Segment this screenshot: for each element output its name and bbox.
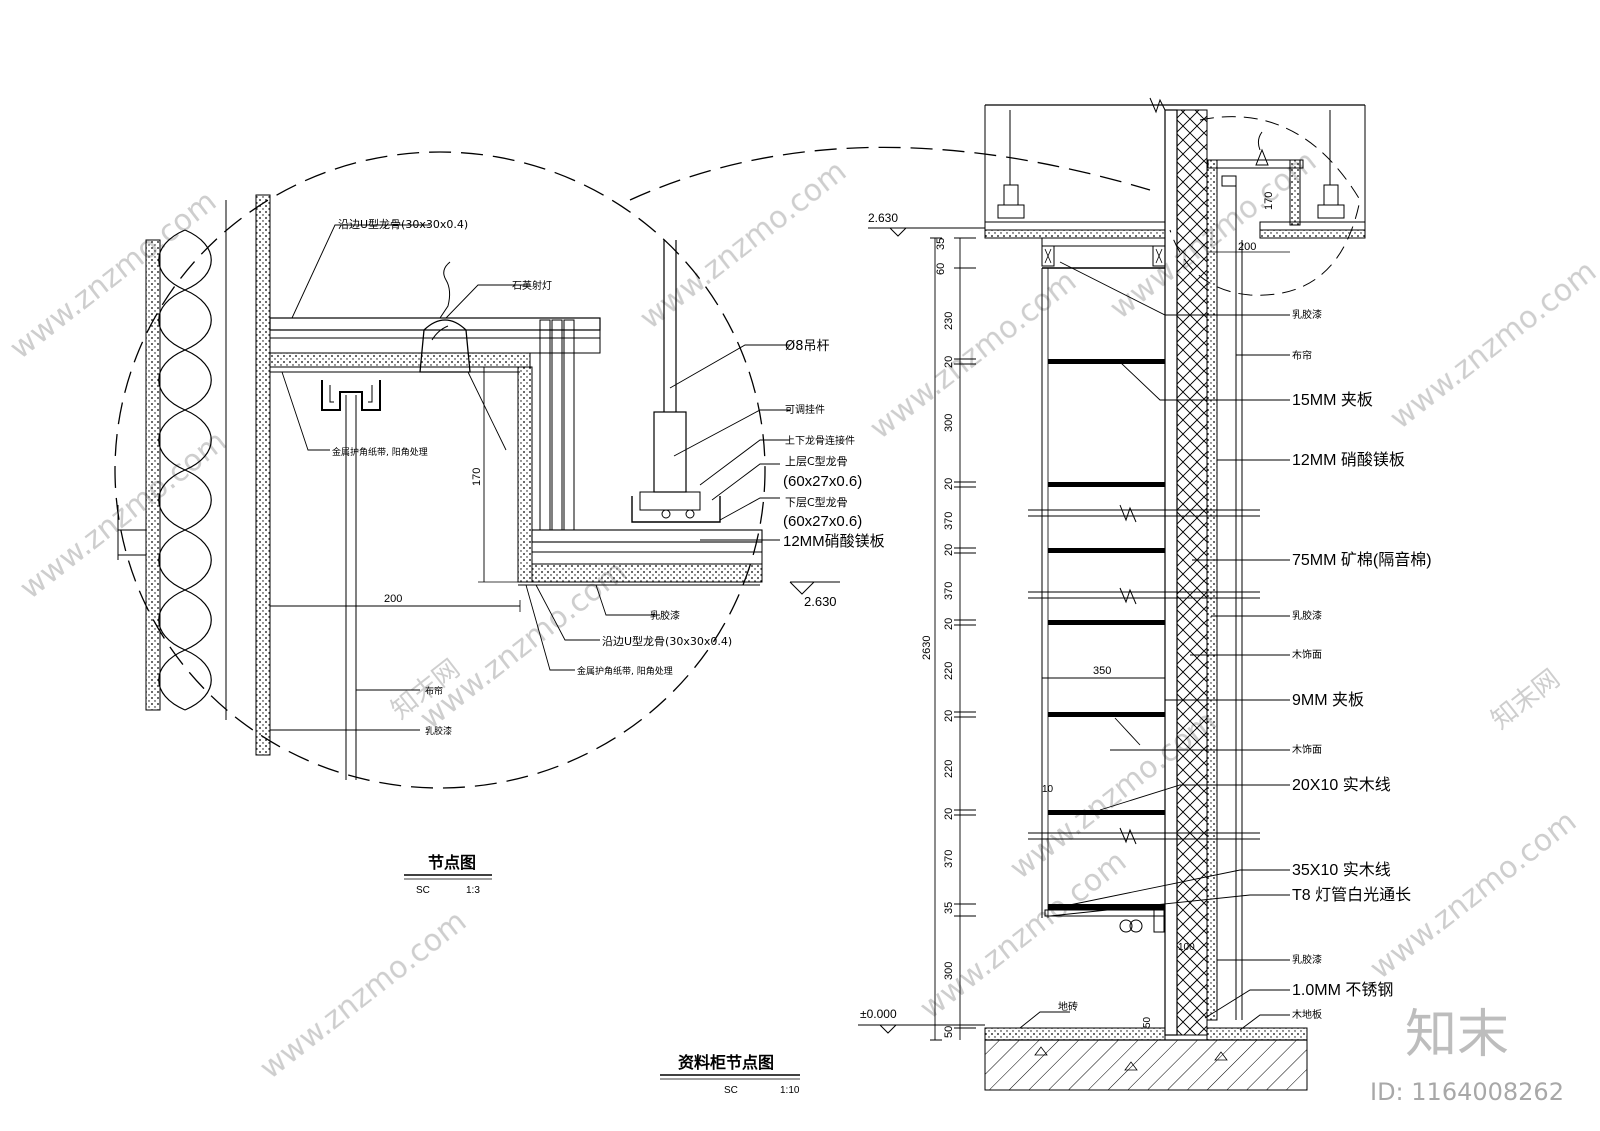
caption-scale: 1:3 (466, 885, 480, 896)
left-node-detail: 170 200 2.630 沿边U型龙骨(30x30x0.4 (114, 146, 1151, 896)
label-latex-top: 乳胶漆 (1292, 308, 1322, 321)
label-t8: T8 灯管白光通长 (1292, 886, 1411, 904)
label-latex-mid: 乳胶漆 (1292, 609, 1322, 622)
watermark-text: www.znzmo.com (863, 264, 1083, 446)
label-u-keel-top: 沿边U型龙骨(30x30x0.4) (338, 217, 468, 231)
dim-segment: 35 (943, 902, 955, 914)
dim-segment: 20 (943, 478, 955, 490)
label-wool75: 75MM 矿棉(隔音棉) (1292, 551, 1432, 569)
dim-segment: 20 (943, 544, 955, 556)
label-upper-c-keel-size: (60x27x0.6) (783, 473, 862, 490)
dim-segment: 20 (943, 710, 955, 722)
label-board12: 12MM 硝酸镁板 (1292, 451, 1405, 469)
caption-title-right: 资料柜节点图 (678, 1053, 774, 1072)
dim-segment: 20 (943, 356, 955, 368)
label-adjustable-hanger: 可调挂件 (785, 403, 825, 416)
watermark-text: 知末网 (1486, 664, 1566, 736)
label-upper-c-keel: 上层C型龙骨 (785, 454, 848, 468)
dim-width: 200 (384, 593, 402, 605)
image-id: ID: 1164008262 (1370, 1078, 1564, 1106)
dim-segment: 300 (943, 414, 955, 432)
board-dotted-outer (145, 239, 161, 711)
dim-segment: 220 (943, 662, 955, 680)
detail-leader-arc (629, 146, 1151, 201)
level-floor: ±0.000 (860, 1007, 897, 1021)
caption-code: SC (416, 885, 430, 896)
dim-segment: 60 (935, 263, 947, 275)
watermark-text: www.znzmo.com (1383, 254, 1600, 436)
dim-segment: 370 (943, 512, 955, 530)
label-latex-bottom: 乳胶漆 (1292, 953, 1322, 966)
shelf (1048, 810, 1165, 815)
label-latex-paint-wall: 乳胶漆 (425, 725, 452, 737)
label-floor-tile: 地砖 (1058, 1000, 1078, 1013)
watermark-text: www.znzmo.com (633, 154, 853, 336)
dim-top-w: 200 (1238, 241, 1256, 253)
shelf (1048, 482, 1165, 487)
watermark-text: www.znzmo.com (253, 904, 473, 1086)
mineral-wool-left (158, 229, 212, 711)
dim-shelf-depth: 350 (1093, 665, 1111, 677)
label-metal-tape-bottom: 金属护角纸带, 阳角处理 (577, 665, 673, 677)
brand-watermark: 知末 ID: 1164008262 (1370, 1005, 1564, 1106)
shelf (1048, 904, 1165, 910)
dim-segment: 300 (943, 962, 955, 980)
board-dotted-wall (255, 194, 271, 756)
label-lower-c-keel: 下层C型龙骨 (785, 495, 848, 509)
label-u-keel-bottom: 沿边U型龙骨(30x30x0.4) (602, 634, 732, 648)
dim-segment: 370 (943, 582, 955, 600)
detail-boundary (114, 151, 766, 789)
label-connector: 上下龙骨连接件 (785, 434, 855, 447)
label-lower-c-keel-size: (60x27x0.6) (783, 513, 862, 530)
dim-segment: 50 (943, 1026, 955, 1038)
quartz-lamp-icon (419, 319, 471, 373)
dim-top-h: 170 (1263, 192, 1275, 210)
label-gypsum-board: 12MM硝酸镁板 (783, 532, 885, 550)
label-plywood9: 9MM 夹板 (1292, 691, 1364, 709)
dim-segment: 20 (943, 808, 955, 820)
shelf (1048, 712, 1165, 717)
level-top: 2.630 (868, 211, 898, 225)
label-rod: Ø8吊杆 (785, 339, 830, 354)
label-latex-paint-bottom: 乳胶漆 (650, 609, 680, 622)
dim-10: 10 (1042, 784, 1054, 795)
label-curtain: 布帘 (425, 685, 443, 697)
leader-lines (270, 224, 790, 731)
caption-scale-right: 1:10 (780, 1085, 800, 1096)
label-line20: 20X10 实木线 (1292, 776, 1391, 794)
dim-50: 50 (1142, 1016, 1153, 1028)
dim-segment: 370 (943, 850, 955, 868)
brand-logo: 知末 (1405, 1005, 1509, 1065)
label-curtain-right: 布帘 (1292, 349, 1312, 362)
label-plywood15: 15MM 夹板 (1292, 391, 1373, 409)
dim-segment: 35 (935, 238, 947, 250)
caption-code-right: SC (724, 1085, 738, 1096)
watermark-text: www.znzmo.com (3, 184, 223, 366)
caption-title: 节点图 (428, 853, 476, 872)
dim-100: 100 (1178, 942, 1195, 953)
dim-total-height: 2630 (921, 636, 933, 660)
dim-segment: 20 (943, 618, 955, 630)
dim-segment: 220 (943, 760, 955, 778)
shelf (1048, 620, 1165, 625)
dim-segment: 230 (943, 312, 955, 330)
label-wood-finish-2: 木饰面 (1292, 743, 1322, 756)
label-wood-finish-1: 木饰面 (1292, 648, 1322, 661)
dim-height: 170 (471, 468, 483, 486)
watermark-text: www.znzmo.com (13, 424, 233, 606)
right-cabinet-detail: 350 170 200 10 100 50 2.630 ±0.000 35 60… (660, 97, 1432, 1096)
shelf (1048, 359, 1165, 364)
shelf (1048, 548, 1165, 553)
label-steel: 1.0MM 不锈钢 (1292, 981, 1393, 999)
label-wood-floor: 木地板 (1292, 1008, 1322, 1021)
label-metal-tape-top: 金属护角纸带, 阳角处理 (332, 446, 428, 458)
watermark-layer: www.znzmo.com www.znzmo.com www.znzmo.co… (3, 144, 1600, 1086)
label-line35: 35X10 实木线 (1292, 861, 1391, 879)
level-mark: 2.630 (804, 594, 837, 609)
label-quartz-lamp: 石英射灯 (512, 279, 552, 292)
